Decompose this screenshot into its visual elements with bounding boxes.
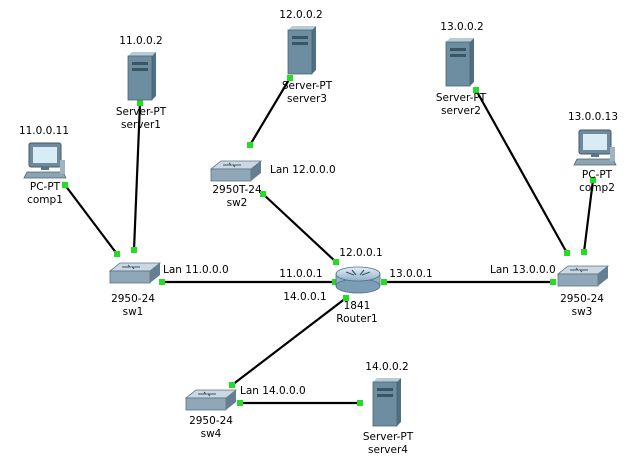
- cable-comp2-sw3[interactable]: [582, 179, 595, 253]
- pc-icon-comp1[interactable]: [23, 142, 67, 179]
- server-icon-server2[interactable]: [445, 38, 474, 87]
- port-led: [581, 249, 587, 255]
- router-icon-router1[interactable]: [335, 266, 381, 294]
- port-led: [590, 177, 596, 183]
- lan12-label: Lan 12.0.0.0: [270, 164, 336, 176]
- port-led: [229, 382, 235, 388]
- cable-sw2-router1[interactable]: [262, 193, 337, 263]
- server2-model-label: Server-PT: [436, 92, 487, 104]
- server3-ip-label: 12.0.0.2: [279, 9, 322, 21]
- router-if11-label: 11.0.0.1: [279, 268, 322, 280]
- sw4-name-label: sw4: [201, 428, 222, 440]
- lan11-label: Lan 11.0.0.0: [163, 264, 229, 276]
- router-if13-label: 13.0.0.1: [389, 268, 432, 280]
- router1-name-label: Router1: [336, 313, 377, 325]
- lan14-label: Lan 14.0.0.0: [240, 385, 306, 397]
- port-led: [343, 295, 349, 301]
- server1-name-label: server1: [121, 119, 161, 131]
- cable-router1-sw4[interactable]: [231, 297, 347, 386]
- port-led: [237, 400, 243, 406]
- port-led: [357, 400, 363, 406]
- cable-comp1-sw1[interactable]: [64, 184, 118, 255]
- server1-ip-label: 11.0.0.2: [119, 35, 162, 47]
- port-led: [260, 191, 266, 197]
- lan13-label: Lan 13.0.0.0: [490, 264, 556, 276]
- cable-server2-sw3[interactable]: [475, 89, 568, 254]
- comp1-name-label: comp1: [27, 194, 63, 206]
- switch-icon-sw4[interactable]: [184, 389, 238, 411]
- comp2-ip-label: 13.0.0.13: [568, 111, 618, 123]
- server4-model-label: Server-PT: [363, 431, 414, 443]
- port-led: [137, 100, 143, 106]
- port-led: [287, 75, 293, 81]
- cables: [64, 77, 595, 405]
- port-led: [332, 279, 338, 285]
- port-led: [381, 279, 387, 285]
- server2-ip-label: 13.0.0.2: [440, 21, 483, 33]
- port-led: [62, 182, 68, 188]
- pc-icon-comp2[interactable]: [573, 129, 617, 166]
- server-icon-server4[interactable]: [372, 378, 401, 427]
- comp1-model-label: PC-PT: [30, 181, 61, 193]
- comp2-model-label: PC-PT: [582, 169, 613, 181]
- port-led: [247, 142, 253, 148]
- server-icon-server1[interactable]: [127, 52, 156, 101]
- sw3-name-label: sw3: [572, 306, 593, 318]
- server3-model-label: Server-PT: [282, 80, 333, 92]
- server4-name-label: server4: [368, 444, 408, 456]
- switch-icon-sw3[interactable]: [556, 265, 610, 287]
- port-led: [550, 279, 556, 285]
- cable-server3-sw2[interactable]: [249, 77, 291, 146]
- port-indicators: [62, 75, 596, 406]
- comp1-ip-label: 11.0.0.11: [19, 125, 69, 137]
- sw4-model-label: 2950-24: [189, 415, 233, 427]
- server2-name-label: server2: [441, 105, 481, 117]
- server1-model-label: Server-PT: [116, 106, 167, 118]
- server4-ip-label: 14.0.0.2: [365, 361, 408, 373]
- port-led: [159, 279, 165, 285]
- port-led: [114, 251, 120, 257]
- switch-icon-sw1[interactable]: [108, 262, 162, 284]
- port-led: [564, 250, 570, 256]
- sw2-model-label: 2950T-24: [212, 184, 262, 196]
- switch-icon-sw2[interactable]: [209, 160, 263, 182]
- port-led: [131, 247, 137, 253]
- comp2-name-label: comp2: [579, 182, 615, 194]
- server3-name-label: server3: [287, 93, 327, 105]
- sw1-model-label: 2950-24: [111, 293, 155, 305]
- sw3-model-label: 2950-24: [560, 293, 604, 305]
- router-if14-label: 14.0.0.1: [283, 291, 326, 303]
- sw2-name-label: sw2: [227, 197, 248, 209]
- server-icon-server3[interactable]: [287, 26, 316, 75]
- port-led: [333, 259, 339, 265]
- router-if12-label: 12.0.0.1: [339, 247, 382, 259]
- sw1-name-label: sw1: [123, 306, 144, 318]
- cable-server1-sw1[interactable]: [132, 102, 142, 251]
- router1-model-label: 1841: [344, 300, 371, 312]
- port-led: [473, 87, 479, 93]
